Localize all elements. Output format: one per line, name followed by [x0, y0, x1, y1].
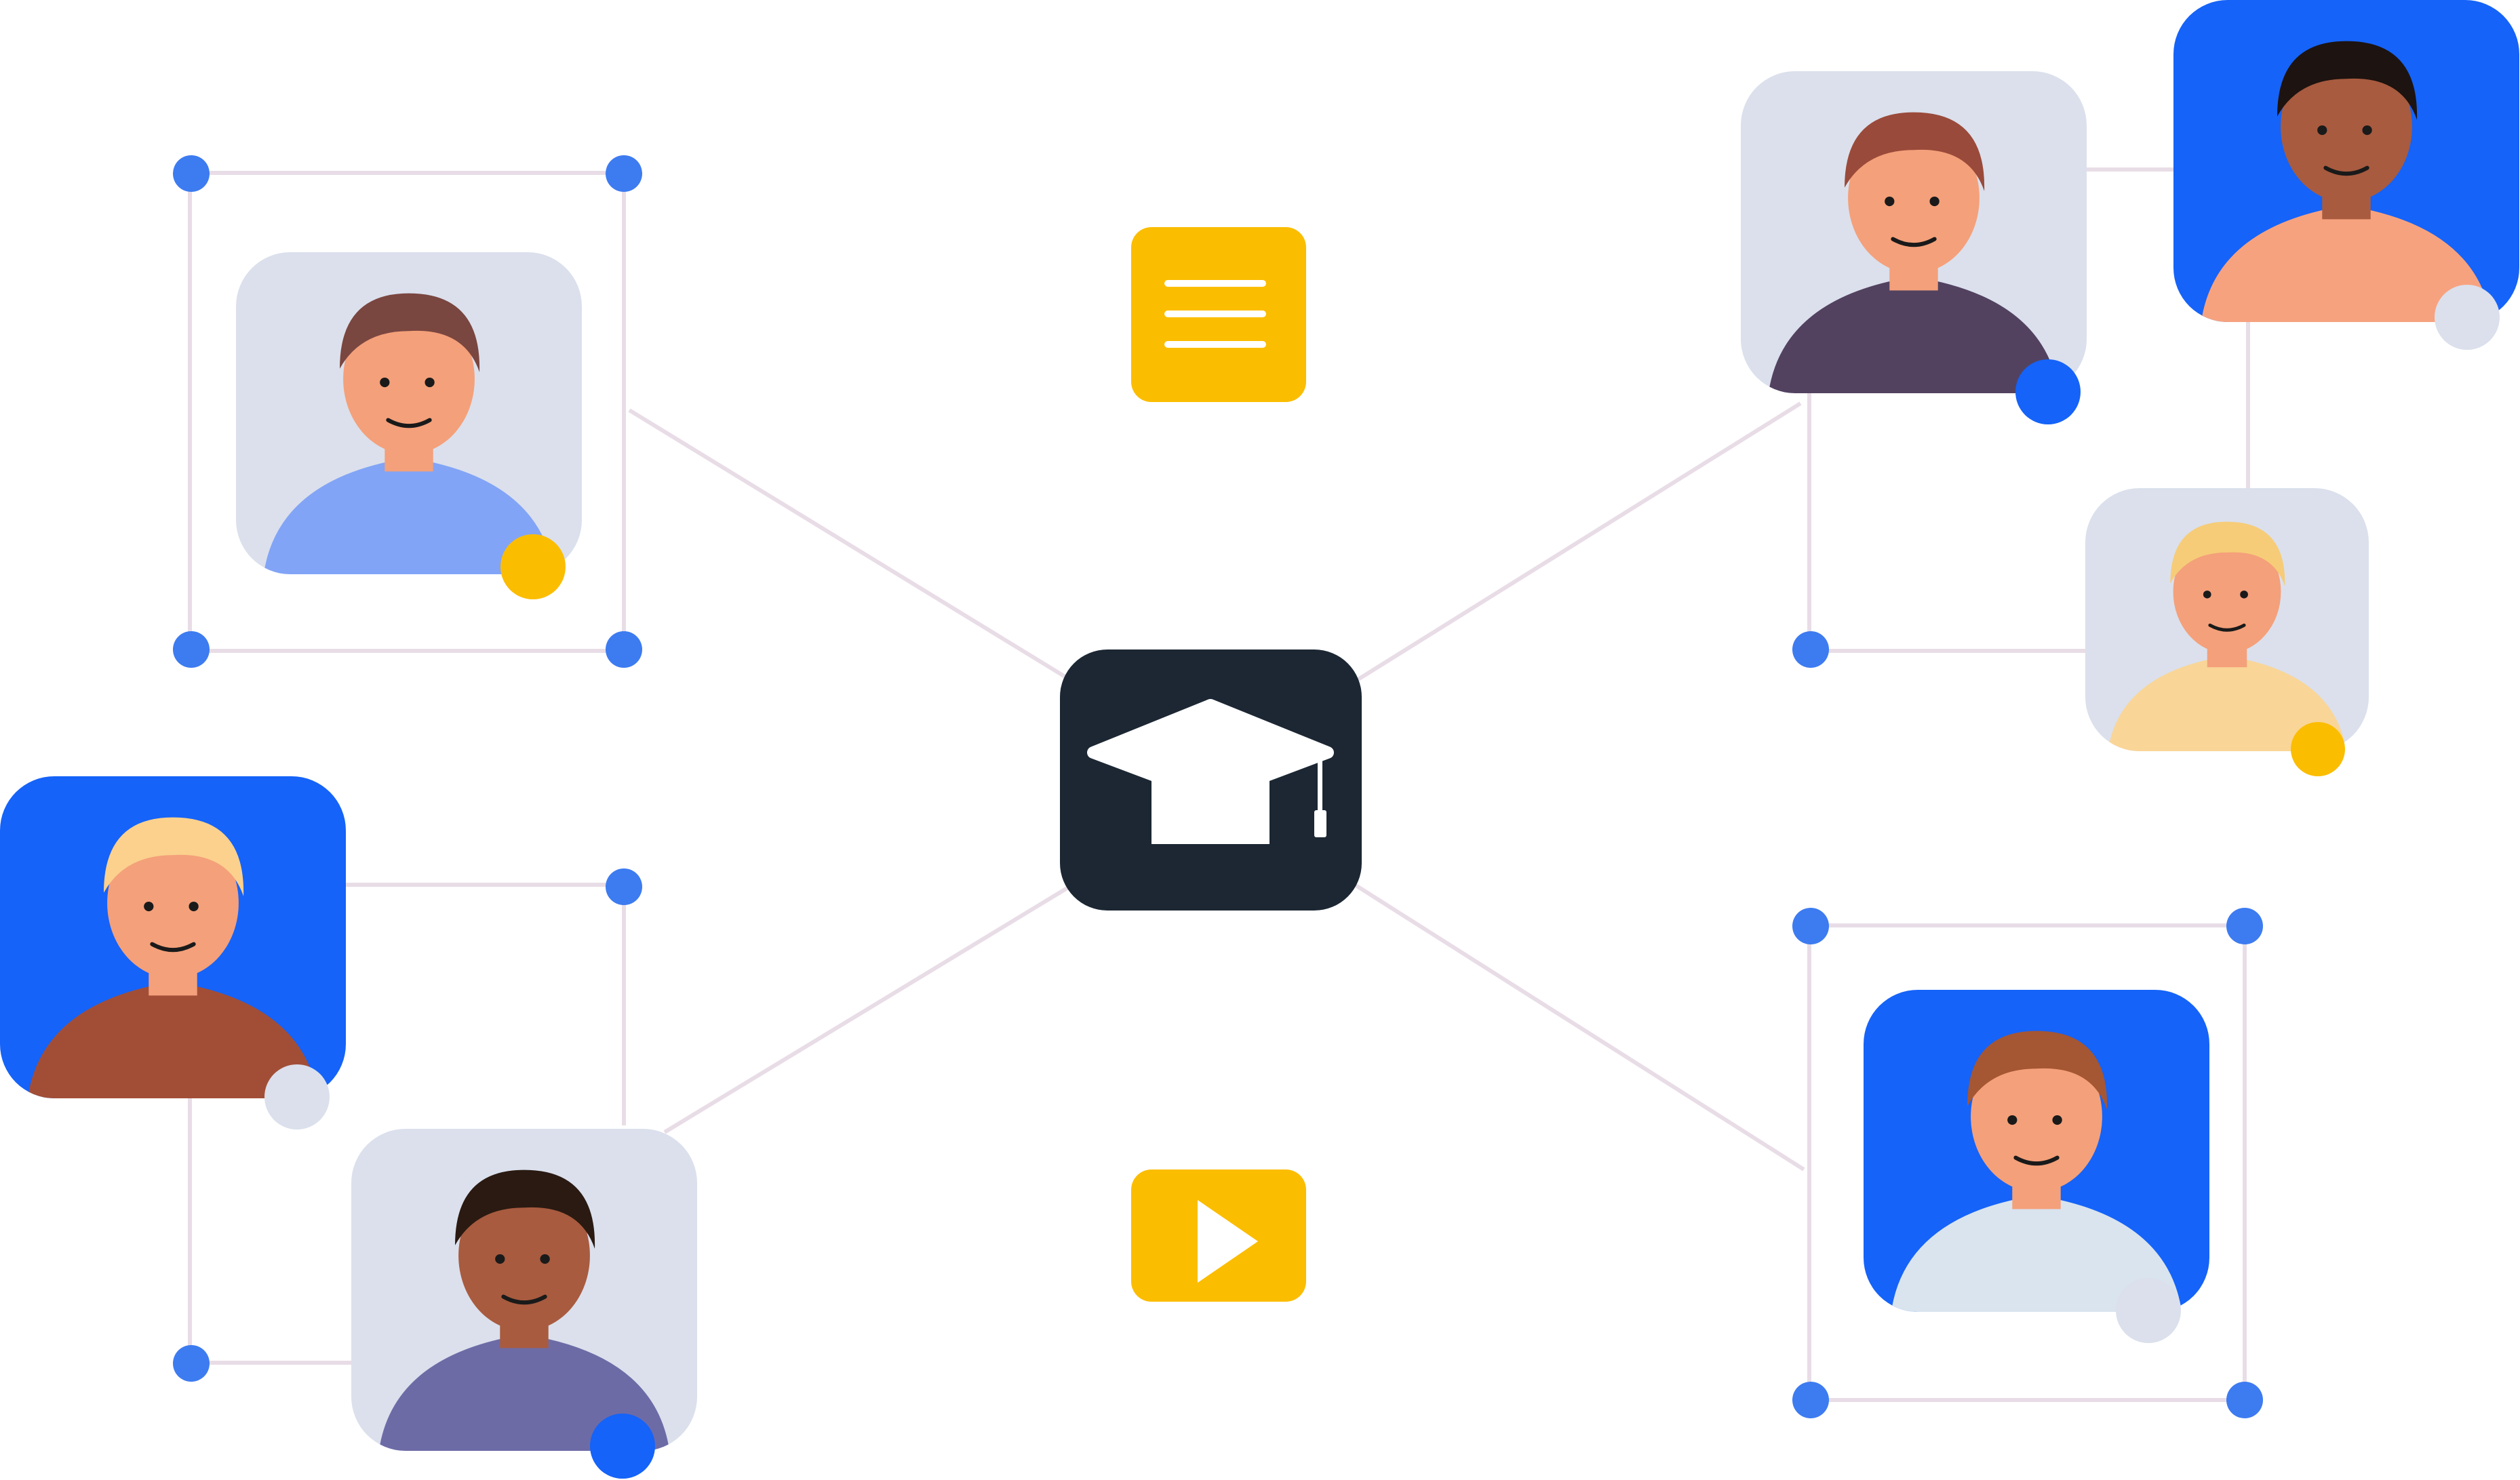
avatar-boy-blue-hoodie — [236, 252, 582, 574]
connector-node — [173, 1345, 210, 1382]
avatar-woman-headband-scarf — [1741, 71, 2087, 393]
connector-node — [2226, 1382, 2263, 1418]
hub-node — [1060, 649, 1362, 911]
connector-node — [606, 868, 642, 905]
avatar-man-light-blue-shirt — [1864, 990, 2209, 1312]
connector-node — [1792, 908, 1829, 944]
status-badge — [500, 534, 566, 599]
document-resource-tile — [1131, 227, 1306, 402]
avatar-woman-dark-curly-hair — [351, 1129, 697, 1451]
connector-node — [1792, 631, 1829, 668]
avatar-man-curly-black-hair — [2173, 0, 2519, 322]
status-badge — [2291, 722, 2345, 776]
status-badge — [2116, 1278, 2181, 1343]
graduation-cap-icon — [1087, 699, 1334, 844]
status-badge — [2435, 285, 2500, 350]
connector-nodes — [173, 155, 2263, 1418]
status-badge — [2015, 359, 2081, 424]
connector-node — [606, 155, 642, 192]
connector-node — [173, 155, 210, 192]
status-badge — [590, 1414, 655, 1479]
connector-lines — [188, 167, 2250, 1402]
connector-node — [606, 631, 642, 668]
status-badge — [264, 1064, 330, 1129]
connector-node — [2226, 908, 2263, 944]
avatar-woman-blond-long-hair — [0, 776, 346, 1098]
connector-node — [1792, 1382, 1829, 1418]
connector-node — [173, 631, 210, 668]
document-lines-icon — [1164, 280, 1266, 348]
play-video-icon — [1198, 1200, 1258, 1283]
avatar-boy-blond-curly — [2085, 488, 2369, 751]
video-resource-tile — [1131, 1169, 1306, 1302]
